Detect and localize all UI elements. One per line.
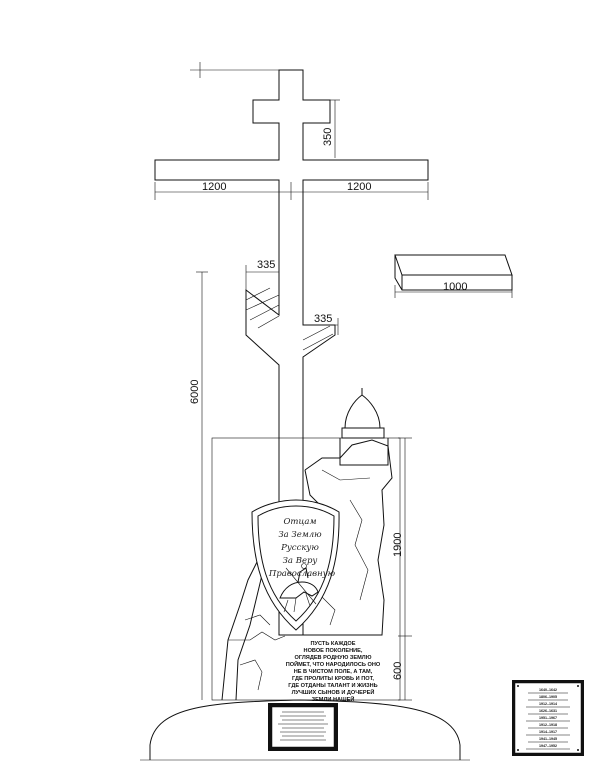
inscription-line: ГДЕ ПРОЛИТЫ КРОВЬ И ПОТ, bbox=[292, 676, 374, 682]
inscription-line: ПУСТЬ КАЖДОЕ bbox=[311, 641, 356, 647]
plaque-year: 1640–1642 bbox=[539, 688, 557, 692]
plaque-year: 1912–1918 bbox=[539, 723, 557, 727]
plaque-year: 1912–1914 bbox=[539, 702, 557, 706]
dim-600: 600 bbox=[392, 662, 404, 680]
shield-line-3: Русскую bbox=[280, 543, 319, 553]
plaque-year: 1941–1945 bbox=[539, 737, 557, 741]
dim-1200-left: 1200 bbox=[202, 181, 226, 193]
dimension-lines: 350 1200 1200 335 335 6000 1900 600 bbox=[154, 62, 429, 701]
stone-block: 1000 bbox=[394, 254, 513, 298]
dim-350: 350 bbox=[322, 128, 334, 146]
plaque-year: 1951–1967 bbox=[539, 716, 557, 720]
dim-1200-right: 1200 bbox=[347, 181, 371, 193]
dim-335-upper: 335 bbox=[257, 259, 275, 271]
plaque-year: 1914–1917 bbox=[539, 730, 557, 734]
shield-emblem: Отцам За Землю Русскую За Веру Православ… bbox=[251, 499, 340, 631]
base-mound bbox=[149, 699, 461, 760]
plaque-year: 1947–1952 bbox=[539, 744, 557, 748]
side-plaque: 1640–1642 1806–1905 1912–1914 1626–1631 … bbox=[512, 680, 584, 756]
inscription-line: ЗЕМЛИ НАШЕЙ bbox=[312, 695, 355, 703]
inscription-line: НЕ В ЧИСТОМ ПОЛЕ, А ТАМ, bbox=[294, 669, 373, 675]
dim-335-lower: 335 bbox=[314, 313, 332, 325]
inscription-line: ПОЙМЕТ, ЧТО НАРОДИЛОСЬ ОНО bbox=[286, 660, 381, 668]
inscription-line: ОГЛЯДЕВ РОДНУЮ ЗЕМЛЮ bbox=[295, 655, 372, 661]
shield-line-5: Православную bbox=[268, 569, 336, 579]
inscription-line: НОВОЕ ПОКОЛЕНИЕ, bbox=[304, 648, 363, 654]
monument-inscription: ПУСТЬ КАЖДОЕ НОВОЕ ПОКОЛЕНИЕ, ОГЛЯДЕВ РО… bbox=[286, 641, 381, 703]
plaque-year: 1626–1631 bbox=[539, 709, 557, 713]
dim-6000: 6000 bbox=[189, 380, 201, 404]
shield-line-2: За Землю bbox=[278, 530, 322, 540]
inscription-line: ГДЕ ОТДАНЫ ТАЛАНТ И ЖИЗНЬ bbox=[288, 683, 377, 689]
base-plaque bbox=[268, 703, 338, 751]
dim-1900: 1900 bbox=[392, 533, 404, 557]
rock-with-chapel bbox=[221, 388, 393, 701]
shield-line-4: За Веру bbox=[283, 556, 318, 566]
horseman-icon bbox=[279, 563, 319, 613]
dim-1000: 1000 bbox=[443, 281, 467, 293]
shield-line-1: Отцам bbox=[283, 517, 316, 527]
inscription-line: ЛУЧШИХ СЫНОВ И ДОЧЕРЕЙ bbox=[292, 688, 375, 696]
plaque-year: 1806–1905 bbox=[539, 695, 557, 699]
